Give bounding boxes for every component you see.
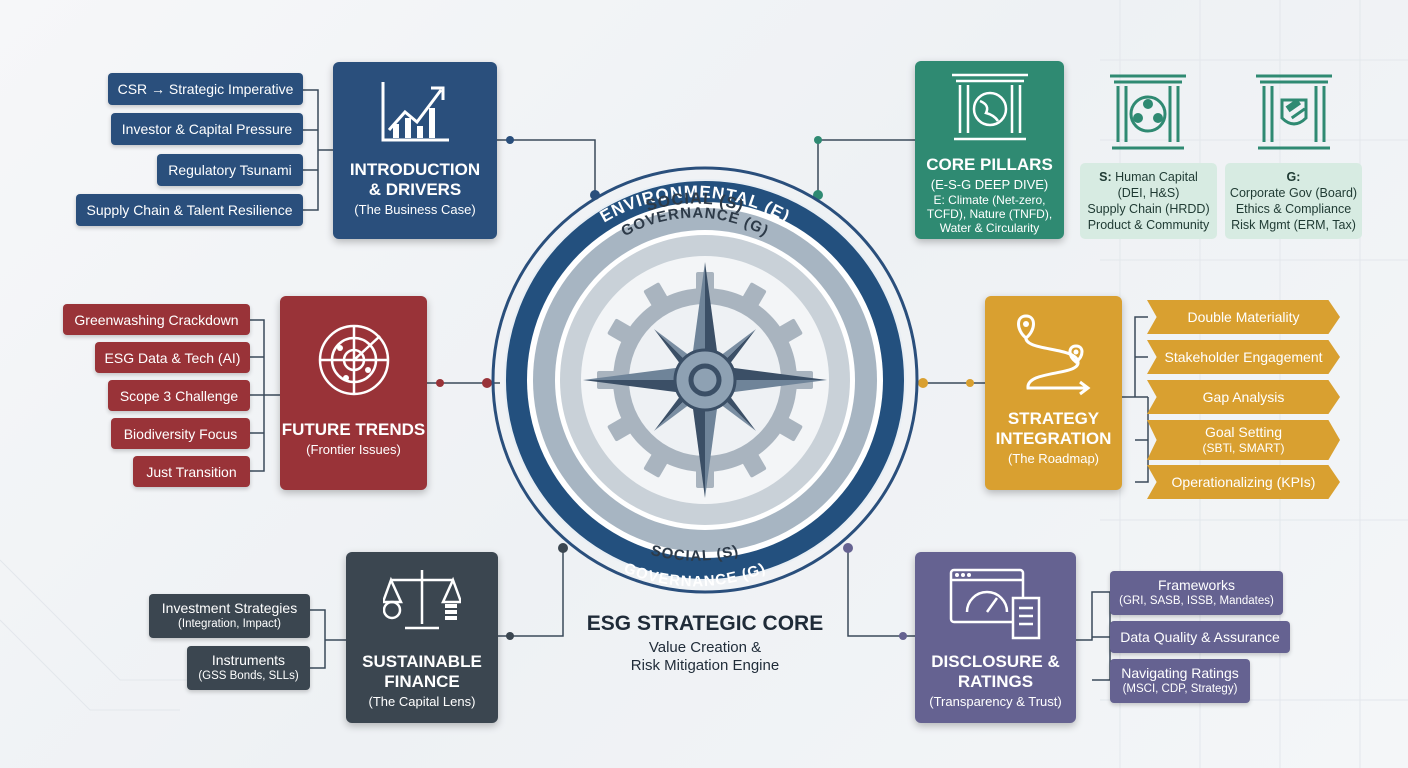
dashboard-report-icon: [949, 568, 1040, 640]
globe-pillar-icon: [951, 73, 1028, 141]
governance-pillar-box[interactable]: G: Corporate Gov (Board) Ethics & Complia…: [1225, 163, 1362, 239]
strategy-step[interactable]: Double Materiality: [1147, 300, 1340, 334]
core-pillars-card[interactable]: CORE PILLARS (E-S-G DEEP DIVE) E: Climat…: [915, 61, 1064, 239]
ring-label-social-bottom: SOCIAL (S): [649, 542, 740, 565]
finance-item[interactable]: Investment Strategies (Integration, Impac…: [149, 594, 310, 638]
intro-drivers-card[interactable]: INTRODUCTION & DRIVERS (The Business Cas…: [333, 62, 497, 239]
future-trends-card[interactable]: FUTURE TRENDS (Frontier Issues): [280, 296, 427, 490]
core-subtitle-line1: Value Creation &: [648, 639, 762, 656]
pillars-subtitle: (E-S-G DEEP DIVE): [930, 177, 1049, 192]
finance-subtitle: (The Capital Lens): [368, 694, 476, 709]
governance-pillar-text: Corporate Gov (Board) Ethics & Complianc…: [1229, 186, 1358, 232]
trends-item[interactable]: Greenwashing Crackdown: [63, 304, 250, 335]
disclosure-item-detail: (MSCI, CDP, Strategy): [1122, 683, 1238, 695]
esg-compass: ENVIRONMENTAL (E) SOCIAL (S) GOVERNANCE …: [491, 166, 919, 594]
disclosure-title: DISCLOSURE & RATINGS: [931, 652, 1060, 691]
core-title: ESG STRATEGIC CORE: [586, 612, 824, 635]
sustainable-finance-card[interactable]: SUSTAINABLE FINANCE (The Capital Lens): [346, 552, 498, 723]
disclosure-item-detail: (GRI, SASB, ISSB, Mandates): [1119, 595, 1274, 607]
trends-item[interactable]: ESG Data & Tech (AI): [95, 342, 250, 373]
disclosure-item-main: Frameworks: [1157, 577, 1235, 593]
svg-text:SOCIAL (S): SOCIAL (S): [649, 542, 741, 565]
strategy-step-detail: (SBTi, SMART): [1202, 441, 1285, 455]
strategy-step[interactable]: Operationalizing (KPIs): [1147, 465, 1340, 499]
finance-item-main: Instruments: [211, 652, 286, 668]
intro-item[interactable]: Supply Chain & Talent Resilience: [76, 194, 303, 226]
disclosure-item-main: Navigating Ratings: [1121, 665, 1239, 681]
gavel-pillar-icon: [1256, 74, 1332, 150]
intro-title: INTRODUCTION & DRIVERS: [349, 160, 481, 199]
strategy-integration-card[interactable]: STRATEGY INTEGRATION (The Roadmap): [985, 296, 1122, 490]
trends-item[interactable]: Scope 3 Challenge: [108, 380, 250, 411]
finance-item-detail: (Integration, Impact): [178, 618, 281, 630]
intro-subtitle: (The Business Case): [354, 202, 476, 217]
strategy-step[interactable]: Goal Setting(SBTi, SMART): [1147, 420, 1340, 460]
social-pillar-label: S:: [1099, 170, 1112, 184]
people-pillar-icon: [1110, 74, 1186, 150]
pillars-title: CORE PILLARS: [926, 155, 1053, 174]
disclosure-item[interactable]: Navigating Ratings (MSCI, CDP, Strategy): [1110, 659, 1250, 703]
trends-subtitle: (Frontier Issues): [306, 442, 401, 457]
trends-item[interactable]: Biodiversity Focus: [111, 418, 250, 449]
strategy-title: STRATEGY INTEGRATION: [995, 409, 1112, 448]
pillars-environmental-detail: E: Climate (Net-zero, TCFD), Nature (TNF…: [926, 193, 1053, 235]
intro-item[interactable]: CSR → Strategic Imperative: [108, 73, 303, 105]
strategy-subtitle: (The Roadmap): [1007, 451, 1100, 466]
trends-item[interactable]: Just Transition: [133, 456, 250, 487]
governance-pillar-label: G:: [1286, 170, 1301, 184]
social-pillar-text: Human Capital (DEI, H&S) Supply Chain (H…: [1087, 170, 1210, 232]
finance-item[interactable]: Instruments (GSS Bonds, SLLs): [187, 646, 310, 690]
balance-scale-icon: [383, 570, 461, 630]
intro-item[interactable]: Investor & Capital Pressure: [111, 113, 303, 145]
finance-item-main: Investment Strategies: [161, 600, 298, 616]
strategy-step-main: Goal Setting: [1204, 424, 1283, 440]
disclosure-item[interactable]: Frameworks (GRI, SASB, ISSB, Mandates): [1110, 571, 1283, 615]
radar-icon: [318, 324, 389, 396]
social-pillar-box[interactable]: S: Human Capital (DEI, H&S) Supply Chain…: [1080, 163, 1217, 239]
intro-item[interactable]: Regulatory Tsunami: [157, 154, 303, 186]
trends-title: FUTURE TRENDS: [281, 420, 426, 439]
strategy-step[interactable]: Gap Analysis: [1147, 380, 1340, 414]
disclosure-item[interactable]: Data Quality & Assurance: [1110, 621, 1290, 653]
core-subtitle-line2: Risk Mitigation Engine: [630, 657, 780, 674]
disclosure-ratings-card[interactable]: DISCLOSURE & RATINGS (Transparency & Tru…: [915, 552, 1076, 723]
finance-title: SUSTAINABLE FINANCE: [362, 652, 482, 691]
roadmap-icon: [1016, 314, 1090, 396]
strategy-step[interactable]: Stakeholder Engagement: [1147, 340, 1340, 374]
finance-item-detail: (GSS Bonds, SLLs): [198, 670, 299, 682]
growth-chart-icon: [381, 82, 449, 142]
disclosure-subtitle: (Transparency & Trust): [929, 694, 1062, 709]
